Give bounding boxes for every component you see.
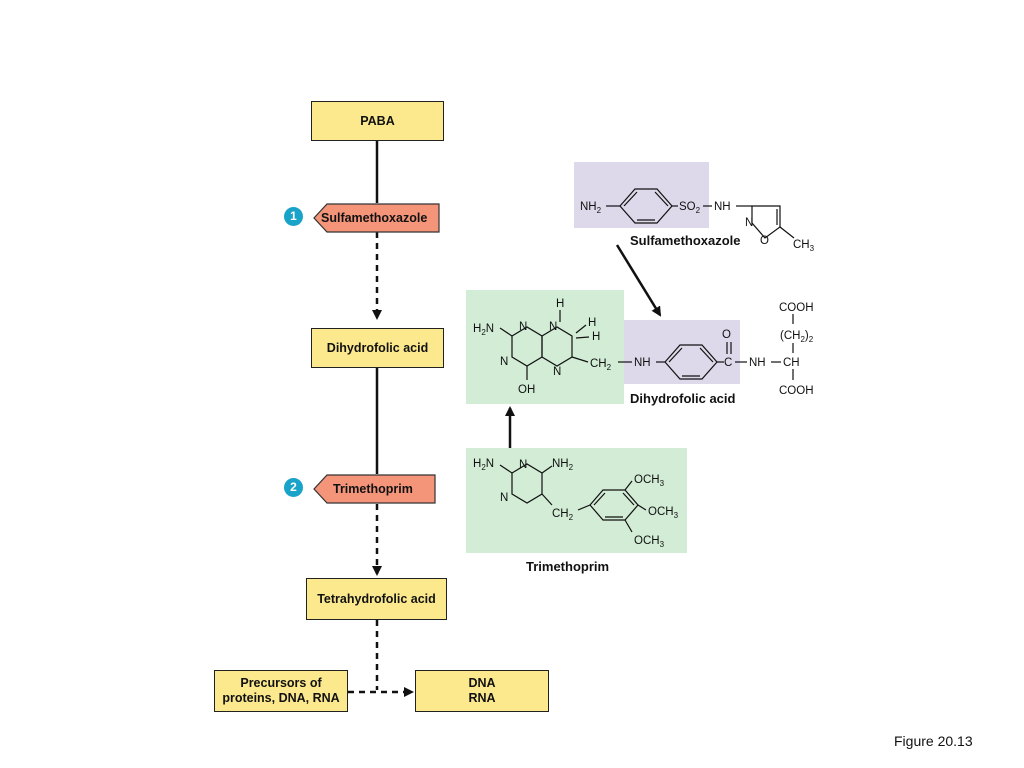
svg-text:O: O bbox=[760, 235, 769, 247]
trimethoprim-structure: H2N N N NH2 CH2 OCH3 OCH3 OCH3 bbox=[473, 458, 679, 549]
svg-text:CH2: CH2 bbox=[590, 358, 612, 372]
svg-text:CH2: CH2 bbox=[552, 508, 574, 522]
sulfamethoxazole-highlight bbox=[574, 162, 709, 228]
dna-label: DNA bbox=[468, 676, 496, 690]
svg-text:NH: NH bbox=[714, 201, 731, 213]
svg-text:H: H bbox=[556, 298, 564, 310]
svg-text:H: H bbox=[588, 317, 596, 329]
svg-text:OCH3: OCH3 bbox=[634, 474, 665, 488]
svg-text:NH2: NH2 bbox=[552, 458, 574, 472]
svg-text:OCH3: OCH3 bbox=[648, 506, 679, 520]
dna-rna-box: DNA RNA bbox=[415, 670, 549, 712]
svg-text:NH: NH bbox=[749, 357, 766, 369]
svg-text:OH: OH bbox=[518, 384, 535, 396]
figure-caption: Figure 20.13 bbox=[894, 733, 973, 749]
svg-text:COOH: COOH bbox=[779, 302, 814, 314]
svg-text:NH2: NH2 bbox=[580, 201, 602, 215]
svg-text:H2N: H2N bbox=[473, 323, 494, 337]
svg-text:(CH2)2: (CH2)2 bbox=[780, 330, 814, 344]
paba-label: PABA bbox=[360, 113, 395, 128]
rna-label: RNA bbox=[468, 691, 496, 705]
svg-text:N: N bbox=[500, 492, 508, 504]
svg-text:OCH3: OCH3 bbox=[634, 535, 665, 549]
inhibitor-label: Sulfamethoxazole bbox=[321, 211, 428, 225]
precursors-line-2: proteins, DNA, RNA bbox=[222, 691, 340, 705]
tetrahydrofolic-label: Tetrahydrofolic acid bbox=[317, 591, 436, 606]
inhibitor-tag-shape bbox=[313, 203, 440, 233]
precursors-line-1: Precursors of bbox=[240, 676, 322, 690]
inhibitor-sulfamethoxazole: Sulfamethoxazole bbox=[313, 203, 440, 233]
svg-text:N: N bbox=[519, 321, 527, 333]
step-2-badge: 2 bbox=[284, 478, 303, 497]
svg-text:N: N bbox=[519, 459, 527, 471]
svg-text:H2N: H2N bbox=[473, 458, 494, 472]
svg-text:N: N bbox=[745, 217, 753, 229]
paba-glutamate-structure: NH C O NH CH (CH2)2 COOH COOH bbox=[634, 302, 814, 397]
svg-text:N: N bbox=[500, 356, 508, 368]
step-1-badge: 1 bbox=[284, 207, 303, 226]
svg-text:O: O bbox=[722, 329, 731, 341]
svg-text:SO2: SO2 bbox=[679, 201, 701, 215]
svg-text:COOH: COOH bbox=[779, 385, 814, 397]
paba-moiety-highlight bbox=[624, 320, 740, 384]
dihydrofolic-structure-label: Dihydrofolic acid bbox=[630, 391, 736, 406]
svg-text:N: N bbox=[549, 321, 557, 333]
trimethoprim-highlight bbox=[466, 448, 687, 553]
precursors-box: Precursors of proteins, DNA, RNA bbox=[214, 670, 348, 712]
pteridine-structure: H2N N N N N H H H OH CH2 bbox=[473, 298, 632, 396]
dihydrofolic-acid-box: Dihydrofolic acid bbox=[311, 328, 444, 368]
paba-box: PABA bbox=[311, 101, 444, 141]
svg-text:CH: CH bbox=[783, 357, 800, 369]
svg-text:N: N bbox=[553, 366, 561, 378]
pteridine-highlight bbox=[466, 290, 624, 404]
sulfamethoxazole-structure: NH2 SO2 NH N O CH3 bbox=[580, 188, 815, 253]
svg-text:CH3: CH3 bbox=[793, 239, 815, 253]
svg-text:H: H bbox=[592, 331, 600, 343]
trimethoprim-structure-label: Trimethoprim bbox=[526, 559, 610, 574]
sulfamethoxazole-structure-label: Sulfamethoxazole bbox=[630, 233, 741, 248]
inhibitor-label: Trimethoprim bbox=[333, 482, 413, 496]
svg-text:C: C bbox=[724, 357, 732, 369]
svg-text:NH: NH bbox=[634, 357, 651, 369]
inhibitor-trimethoprim: Trimethoprim bbox=[313, 474, 436, 504]
inhibitor-tag-shape bbox=[313, 474, 436, 504]
tetrahydrofolic-acid-box: Tetrahydrofolic acid bbox=[306, 578, 447, 620]
dihydrofolic-label: Dihydrofolic acid bbox=[326, 340, 429, 355]
